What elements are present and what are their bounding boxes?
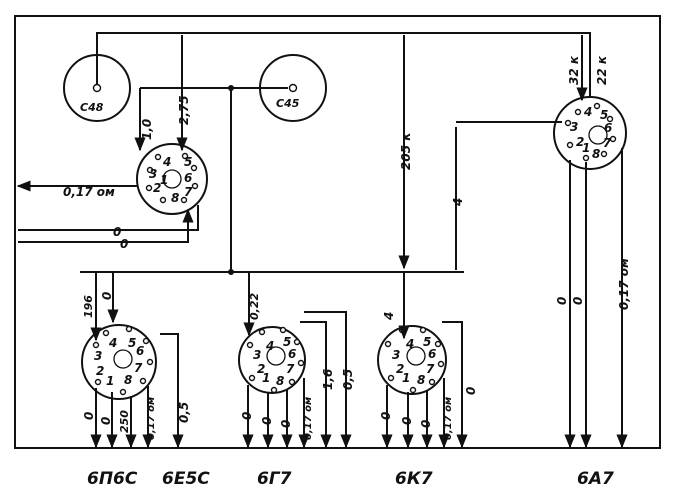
label-g7-022: 0,22 xyxy=(248,293,261,320)
label-p6-196: 196 xyxy=(82,295,95,318)
capacitor-label: C48 xyxy=(80,101,104,114)
label-e5c-anode: 1,0 xyxy=(140,119,154,140)
label-k7-b0a: 0 xyxy=(379,412,393,420)
tube-name-6k7: 6К7 xyxy=(395,469,433,489)
socket-6n6c: 2 3 4 5 6 7 8 1 xyxy=(81,324,157,400)
pin-label: 2 xyxy=(396,362,404,376)
tube-name-6a7: 6А7 xyxy=(577,469,614,489)
label-k7-017: 0,17 ом xyxy=(443,397,454,440)
pin-label: 5 xyxy=(128,336,136,350)
label-p6-017: 0,17 ом xyxy=(146,397,157,440)
pin-label: 7 xyxy=(134,361,143,375)
label-p6-05: 0,5 xyxy=(177,402,191,423)
label-a7-zero-a: 0 xyxy=(555,297,569,305)
label-p6-0: 0 xyxy=(100,292,114,300)
e5c-lead-zero-b xyxy=(18,208,194,243)
pin-label: 3 xyxy=(392,348,400,362)
label-e5c-zero-a: 0 xyxy=(113,225,121,239)
pin-label: 7 xyxy=(184,185,193,199)
label-a7-017: 0,17 ом xyxy=(617,258,631,310)
label-e5c-side: 0,17 ом xyxy=(63,185,115,199)
g7-lead-16 xyxy=(300,321,332,449)
pin-label: 6 xyxy=(288,347,296,361)
n6c-lead-05 xyxy=(160,333,184,449)
pin-label: 5 xyxy=(600,108,608,122)
pin-label: 4 xyxy=(405,337,414,351)
pin-label: 3 xyxy=(570,120,578,134)
pin-label: 1 xyxy=(402,371,410,385)
pin-label: 7 xyxy=(286,362,295,376)
chassis-outline xyxy=(14,15,661,449)
pin-label: 8 xyxy=(592,147,600,161)
label-g7-b0b: 0 xyxy=(260,417,274,425)
pin-label: 6 xyxy=(136,344,144,358)
pin-label: 1 xyxy=(106,374,114,388)
pin-label: 2 xyxy=(96,364,104,378)
pin-label: 1 xyxy=(262,371,270,385)
label-g7-017: 0,17 ом xyxy=(303,397,314,440)
label-a7-22k: 22 к xyxy=(595,55,609,85)
label-g7-b0c: 0 xyxy=(279,420,293,428)
label-k7-b0c: 0 xyxy=(419,420,433,428)
top-bus-line xyxy=(96,32,591,98)
tube-name-6e5c: 6Е5С xyxy=(162,469,210,489)
pin-label: 7 xyxy=(603,136,612,150)
pin-label: 4 xyxy=(108,336,117,350)
pin-label: 8 xyxy=(124,373,132,387)
pin-label: 6 xyxy=(604,121,612,135)
label-4: 4 xyxy=(451,198,465,207)
pin-label: 6 xyxy=(428,347,436,361)
pin-label: 2 xyxy=(153,181,161,195)
label-p6-b0a: 0 xyxy=(82,412,96,420)
label-k7-0: 0 xyxy=(464,387,478,395)
pin-label: 3 xyxy=(253,348,261,362)
pin-label: 2 xyxy=(257,362,265,376)
pin-label: 5 xyxy=(283,335,291,349)
label-p6-b0b: 0 xyxy=(99,417,113,425)
pin-label: 7 xyxy=(426,362,435,376)
k7-lead-0 xyxy=(442,321,468,449)
label-e5c-top: 2,75 xyxy=(177,95,191,125)
junction-dot xyxy=(228,269,234,275)
e5c-lead-zero-a xyxy=(18,205,199,231)
socket-6a7: 2 3 4 5 6 7 8 1 xyxy=(553,96,627,170)
socket-6g7: 2 3 4 5 6 7 8 1 xyxy=(238,326,306,394)
capacitor-label: C45 xyxy=(276,97,300,110)
pin-label: 6 xyxy=(184,171,192,185)
pin-label: 4 xyxy=(162,155,171,169)
label-a7-zero-b: 0 xyxy=(571,297,585,305)
label-p6-250: 250 xyxy=(118,410,131,433)
capacitor-c45: C45 xyxy=(259,54,327,122)
pin-label: 8 xyxy=(417,373,425,387)
tube-name-6g7: 6Г7 xyxy=(257,469,292,489)
pin-label: 8 xyxy=(276,374,284,388)
label-a7-32k: 32 к xyxy=(567,55,581,85)
pin-label: 2 xyxy=(576,135,584,149)
label-205k: 205 к xyxy=(399,132,413,170)
pin-label: 4 xyxy=(265,339,274,353)
socket-6e5c: 2 3 4 5 6 7 8 1 xyxy=(136,143,208,215)
pin-label: 1 xyxy=(582,141,590,155)
label-k7-b0b: 0 xyxy=(400,417,414,425)
pin-label: 5 xyxy=(423,335,431,349)
capacitor-c48: C48 xyxy=(63,54,131,122)
label-e5c-zero-b: 0 xyxy=(120,237,128,251)
label-k7-4: 4 xyxy=(382,312,396,321)
pin-label: 4 xyxy=(583,105,592,119)
pin-label: 3 xyxy=(149,167,157,181)
socket-6k7: 2 3 4 5 6 7 8 1 xyxy=(377,325,447,395)
g7-lead-05 xyxy=(304,311,352,449)
label-g7-16: 1,6 xyxy=(321,369,335,390)
pin-label: 3 xyxy=(94,349,102,363)
pin-label: 1 xyxy=(160,173,168,187)
label-g7-05: 0,5 xyxy=(341,369,355,390)
tube-name-6n6c: 6П6С xyxy=(87,469,138,489)
label-g7-b0a: 0 xyxy=(240,412,254,420)
pin-label: 5 xyxy=(184,155,192,169)
pin-label: 8 xyxy=(171,191,179,205)
